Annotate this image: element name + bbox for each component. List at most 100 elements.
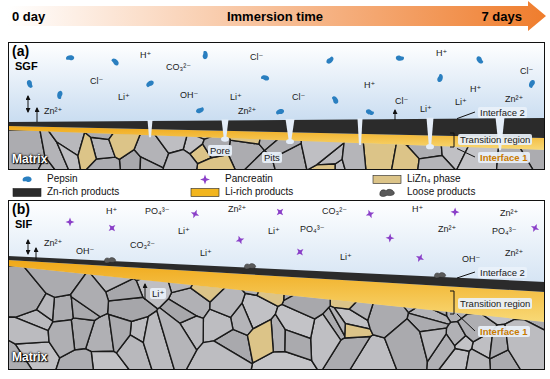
fluid-ground <box>8 200 545 370</box>
matrix-grain <box>37 293 55 320</box>
bracket <box>450 133 454 147</box>
ion-label: Zn²⁺ <box>505 94 523 105</box>
pepsin-icon <box>56 90 63 99</box>
legend-sample <box>190 174 220 185</box>
pancreatin-icon <box>385 233 395 243</box>
ion-label: CO₃²⁻ <box>130 240 155 251</box>
ion-label: H⁺ <box>436 48 447 59</box>
pepsin-icon <box>195 106 205 114</box>
matrix-grain <box>285 330 312 361</box>
matrix-grain <box>140 157 163 170</box>
time-label: 7 days <box>482 9 522 25</box>
pepsin-icon <box>475 55 484 65</box>
ion-label: Cl⁻ <box>292 92 305 103</box>
matrix-grain <box>385 319 428 370</box>
ion-label: Cl⁻ <box>520 66 533 77</box>
matrix-grain <box>71 271 109 317</box>
ion-label: Zn²⁺ <box>44 106 62 117</box>
ion-label: OH⁻ <box>462 254 480 265</box>
panel-letter: (a) <box>12 43 29 59</box>
time-label: 0 day <box>12 9 45 25</box>
time-arrow <box>8 1 546 31</box>
leader-line <box>457 149 475 158</box>
pancreatin-icon <box>529 222 541 234</box>
annotation: Transition region <box>458 298 532 309</box>
legend-swatch <box>373 175 401 183</box>
legend-text: Zn-rich products <box>47 186 119 198</box>
pepsin-icon <box>202 51 208 60</box>
matrix-grain <box>52 294 73 321</box>
matrix-grain <box>57 142 81 170</box>
transport-arrow <box>28 240 29 254</box>
time-label: Immersion time <box>227 9 323 25</box>
pepsin-icon <box>111 57 120 66</box>
ion-label: H⁺ <box>364 80 375 91</box>
panel-illustration <box>8 200 545 370</box>
pancreatin-icon <box>200 174 210 184</box>
ion-label: Li⁺ <box>340 252 352 263</box>
ion-label: Cl⁻ <box>395 96 408 107</box>
matrix-grain <box>109 315 132 353</box>
ion-label: Cl⁻ <box>90 76 103 87</box>
transport-arrow <box>36 248 37 260</box>
loose-product <box>434 273 445 279</box>
transport-arrow <box>395 110 396 120</box>
annotation: Interface 2 <box>478 107 527 118</box>
medium-name: SGF <box>15 60 38 73</box>
legend-text: Li-rich products <box>225 186 293 198</box>
ion-label: Zn²⁺ <box>438 224 456 235</box>
ion-label: OH⁻ <box>180 90 198 101</box>
ion-label: Li⁺ <box>178 226 190 237</box>
legend-text: Pancreatin <box>225 173 273 185</box>
ion-label: Li⁺ <box>118 92 130 103</box>
legend-swatch <box>191 188 219 196</box>
matrix-grain <box>247 319 273 362</box>
ion-label: PO₄³⁻ <box>300 224 324 235</box>
pepsin-icon <box>395 55 404 61</box>
ion-label: Zn²⁺ <box>44 238 62 249</box>
pancreatin-icon <box>189 208 201 220</box>
ion-label: CO₃²⁻ <box>322 206 347 217</box>
medium-name: SIF <box>15 218 32 231</box>
ion-label: OH⁻ <box>76 246 94 257</box>
corrosion-pit <box>286 139 294 144</box>
pepsin-icon <box>331 95 339 105</box>
corrosion-pit <box>426 144 434 149</box>
pancreatin-icon <box>274 206 287 219</box>
region-label: Matrix <box>12 350 47 364</box>
legend-text: Loose products <box>407 186 475 198</box>
crack <box>358 118 363 145</box>
matrix-grain <box>329 306 345 336</box>
pepsin-icon <box>66 55 74 60</box>
crack <box>148 120 153 137</box>
annotation: Interface 2 <box>478 267 527 278</box>
legend-text: Pepsin <box>47 173 78 185</box>
panel-letter: (b) <box>12 201 30 217</box>
pancreatin-icon <box>234 234 245 245</box>
annotation: Pore <box>208 145 232 156</box>
ion-label: H⁺ <box>106 206 117 217</box>
matrix-grain <box>48 320 74 358</box>
legend-entry: LiZn₄ phase <box>372 173 461 185</box>
legend-sample <box>190 187 220 198</box>
matrix-grain <box>163 150 197 170</box>
legend-entry: Pepsin <box>12 173 78 185</box>
ion-label: Li⁺ <box>230 92 242 103</box>
transport-arrow <box>37 108 38 122</box>
pancreatin-icon <box>106 222 119 235</box>
panel-frame: (b)SIF <box>8 200 545 370</box>
ion-label: Cl⁻ <box>250 52 263 63</box>
pancreatin-icon <box>294 246 307 259</box>
interface-label: Interface 1 <box>478 326 530 337</box>
pancreatin-icon <box>450 207 459 216</box>
ion-label: Zn²⁺ <box>500 208 518 219</box>
matrix-grain <box>466 349 490 370</box>
region-label: Matrix <box>12 152 47 166</box>
legend-entry: Li-rich products <box>190 186 293 198</box>
pancreatin-icon <box>414 252 426 264</box>
matrix-grain <box>8 317 49 344</box>
matrix-grain <box>420 328 447 361</box>
leader-line <box>457 272 475 278</box>
matrix-grain <box>186 341 252 370</box>
matrix-grain <box>157 308 197 370</box>
